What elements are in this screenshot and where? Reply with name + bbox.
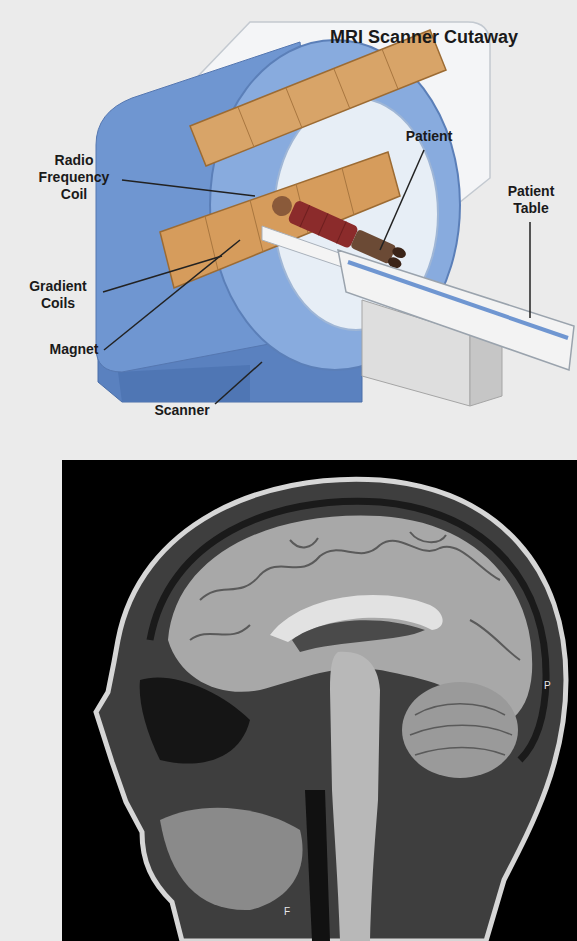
part-label: Scanner [150, 402, 214, 419]
part-label: Patient [398, 128, 460, 145]
mri-scan [62, 460, 577, 941]
gyri [190, 532, 520, 660]
sinus [140, 677, 250, 763]
diagram-title: MRI Scanner Cutaway [330, 26, 518, 48]
mri-scanner [96, 22, 574, 406]
tongue [160, 808, 303, 910]
part-label: Patient Table [500, 183, 562, 217]
head-outline [96, 479, 566, 941]
patient-table [338, 250, 574, 370]
patient-figure [268, 191, 408, 271]
brainstem [330, 652, 380, 941]
ventricle [292, 620, 425, 652]
leader-lines [103, 150, 530, 404]
airway [305, 790, 330, 941]
scanner-base-step [118, 365, 250, 402]
table-rail [348, 262, 568, 338]
cerebellum [402, 682, 518, 778]
rf-coil [190, 30, 446, 166]
cerebellum-folia [410, 704, 512, 755]
part-label: Radio Frequency Coil [30, 152, 118, 203]
part-label: Gradient Coils [15, 278, 101, 312]
orientation-marker: P [544, 680, 556, 692]
rf-coil-segments [238, 49, 398, 147]
scan-background [62, 460, 577, 941]
orientation-marker: F [284, 906, 296, 918]
part-label: Magnet [44, 341, 104, 358]
